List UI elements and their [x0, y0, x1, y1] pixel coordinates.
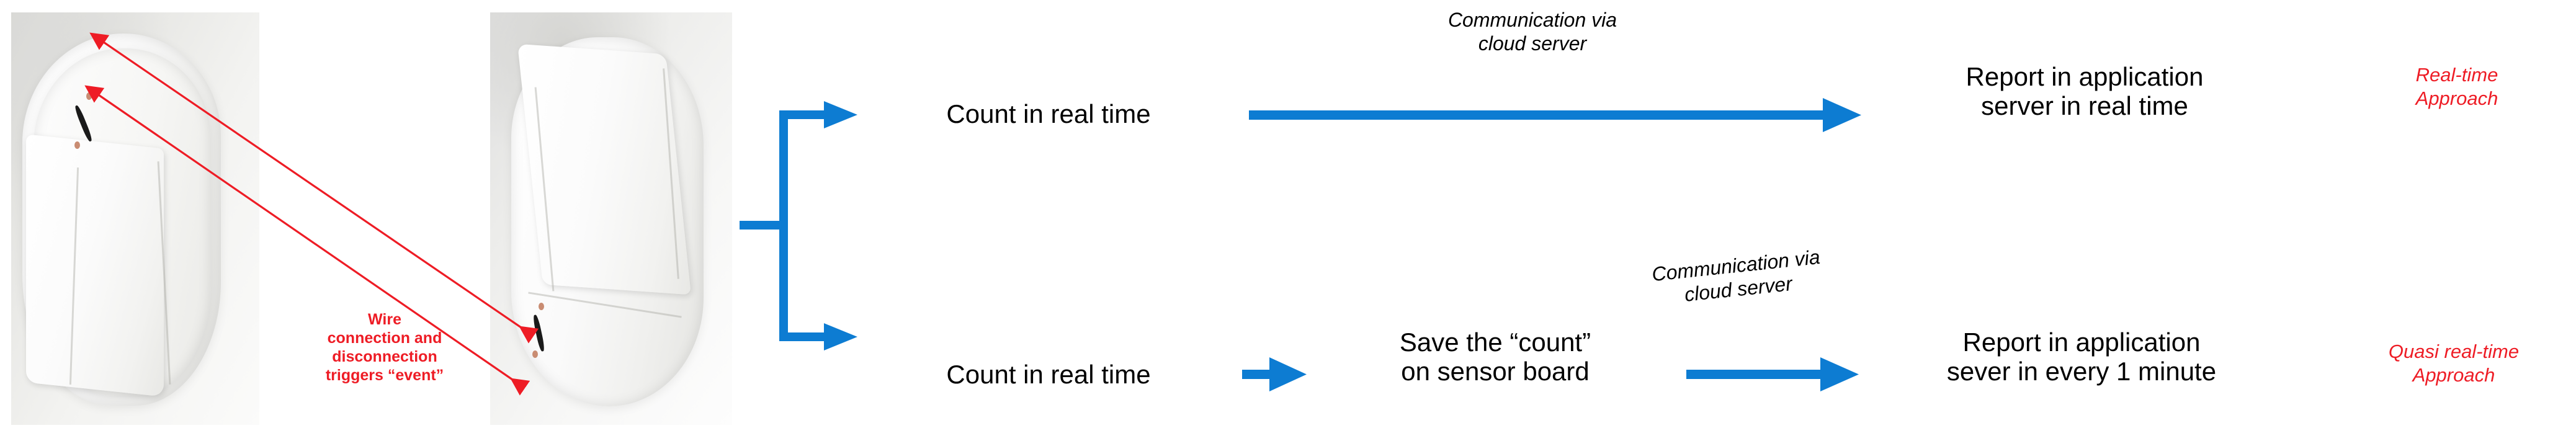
sensor-photo-right [490, 12, 732, 425]
bottom-step-save-count-on-sensor-board: Save the “count” on sensor board [1399, 328, 1591, 386]
bottom-step-report-in-application-sever: Report in application sever in every 1 m… [1946, 328, 2217, 386]
sensor-body-left [26, 134, 164, 397]
sensor-wire-tip-upper-right [539, 303, 544, 310]
wire-annotation-note: Wire connection and disconnection trigge… [325, 311, 444, 384]
bottom-link-label-communication-via-cloud-server: Communication via cloud server [1650, 245, 1822, 306]
top-approach-label: Real-time Approach [2415, 64, 2498, 109]
sensor-photo-left [11, 12, 259, 425]
branch-connector [740, 101, 857, 350]
bottom-approach-label: Quasi real-time Approach [2388, 341, 2520, 386]
top-step-report-in-application-server: Report in application server in real tim… [1966, 62, 2204, 121]
arrow-top-cloud [1249, 98, 1861, 132]
sensor-wire-tip-lower-right [532, 350, 538, 358]
top-step-count-in-real-time: Count in real time [946, 99, 1151, 128]
sensor-wire-tip-upper-left [86, 92, 92, 100]
sensor-wire-tip-lower-left [74, 141, 80, 149]
arrow-bottom-cloud [1686, 357, 1859, 391]
arrow-bottom-short [1242, 357, 1307, 391]
top-link-label-communication-via-cloud-server: Communication via cloud server [1447, 9, 1617, 55]
bottom-step-count-in-real-time: Count in real time [946, 360, 1151, 389]
